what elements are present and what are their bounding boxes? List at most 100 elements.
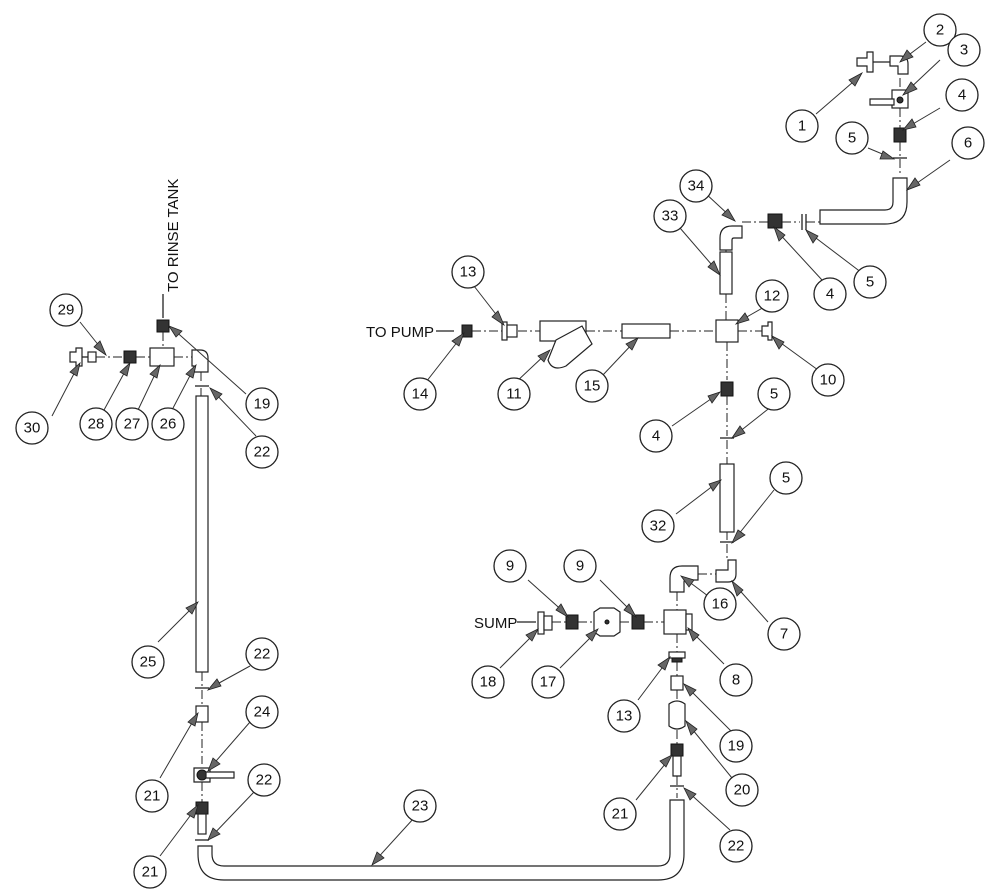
svg-text:4: 4 (826, 286, 834, 303)
svg-text:14: 14 (412, 386, 429, 403)
callout-23: 23 (403, 789, 437, 823)
part-19-fitting-b (156, 319, 170, 333)
svg-text:23: 23 (412, 798, 429, 815)
part-28-nipple (123, 350, 137, 364)
callout-5: 5 (853, 265, 887, 299)
part-29-fitting (87, 351, 97, 363)
svg-text:9: 9 (506, 558, 514, 575)
svg-text:4: 4 (652, 428, 660, 445)
svg-text:16: 16 (712, 596, 729, 613)
part-10-drain-valve (761, 321, 773, 341)
callout-11: 11 (497, 377, 531, 411)
sump-label: SUMP (474, 615, 517, 632)
callout-22: 22 (245, 637, 279, 671)
top-right-assembly (819, 51, 909, 225)
svg-text:5: 5 (782, 470, 790, 487)
svg-text:25: 25 (140, 654, 157, 671)
svg-text:21: 21 (612, 806, 629, 823)
svg-text:13: 13 (616, 708, 633, 725)
callout-1: 1 (785, 109, 819, 143)
callout-30: 30 (15, 411, 49, 445)
callout-4: 4 (813, 277, 847, 311)
callout-17: 17 (531, 665, 565, 699)
svg-text:24: 24 (254, 704, 271, 721)
svg-text:12: 12 (764, 288, 781, 305)
svg-text:17: 17 (540, 674, 557, 691)
part-11-strainer-bowl (547, 325, 593, 369)
callout-19: 19 (719, 729, 753, 763)
part-25-pipe (195, 395, 209, 673)
svg-text:18: 18 (480, 674, 497, 691)
callout-16: 16 (703, 587, 737, 621)
svg-text:5: 5 (770, 386, 778, 403)
part-6-hose (819, 177, 908, 225)
part-3-valve-handle (869, 98, 895, 106)
callout-12: 12 (755, 279, 789, 313)
svg-text:15: 15 (584, 378, 601, 395)
callout-8: 8 (719, 663, 753, 697)
part-33-pipe (719, 251, 733, 295)
svg-text:19: 19 (254, 396, 271, 413)
svg-text:9: 9 (576, 558, 584, 575)
svg-text:7: 7 (780, 626, 788, 643)
svg-text:26: 26 (160, 416, 177, 433)
part-21-barb-c (195, 801, 209, 815)
callout-2: 2 (923, 13, 957, 47)
part-27-tee (149, 347, 175, 367)
callout-22: 22 (247, 763, 281, 797)
callout-5: 5 (835, 121, 869, 155)
part-12-tee (715, 319, 739, 343)
callout-22: 22 (719, 829, 753, 863)
svg-text:27: 27 (124, 416, 141, 433)
part-13-adapter-b (668, 651, 686, 659)
svg-text:33: 33 (662, 208, 679, 225)
callout-21: 21 (133, 855, 167, 889)
callout-5: 5 (757, 377, 791, 411)
callout-14: 14 (403, 377, 437, 411)
callout-33: 33 (653, 199, 687, 233)
part-4-nipple-b (767, 213, 783, 229)
part-34-elbow (719, 225, 743, 251)
callout-25: 25 (131, 645, 165, 679)
part-1-coupler (856, 51, 874, 73)
callout-4: 4 (639, 419, 673, 453)
callout-3: 3 (947, 33, 981, 67)
part-19-fitting-a (670, 675, 684, 691)
callout-18: 18 (471, 665, 505, 699)
svg-text:29: 29 (58, 302, 75, 319)
callout-20: 20 (725, 773, 759, 807)
callout-32: 32 (641, 509, 675, 543)
callout-6: 6 (951, 126, 985, 160)
callout-4: 4 (945, 78, 979, 112)
part-24-valve-handle (205, 771, 235, 779)
svg-text:30: 30 (24, 420, 41, 437)
callout-15: 15 (575, 369, 609, 403)
svg-text:10: 10 (820, 372, 837, 389)
svg-text:22: 22 (256, 772, 273, 789)
part-32-pipe (719, 463, 735, 533)
callout-5: 5 (769, 461, 803, 495)
leader-lines (51, 41, 951, 866)
callout-26: 26 (151, 407, 185, 441)
part-8-tee (663, 609, 687, 635)
svg-text:19: 19 (728, 738, 745, 755)
svg-text:13: 13 (460, 264, 477, 281)
callout-19: 19 (245, 387, 279, 421)
svg-text:21: 21 (142, 864, 159, 881)
part-20-check-valve (668, 700, 686, 730)
svg-text:34: 34 (688, 178, 705, 195)
svg-text:28: 28 (88, 416, 105, 433)
part-18-flange (537, 611, 545, 635)
callout-24: 24 (245, 695, 279, 729)
callout-34: 34 (679, 169, 713, 203)
part-13-adapter-a (501, 321, 508, 341)
svg-text:5: 5 (848, 130, 856, 147)
callout-10: 10 (811, 363, 845, 397)
callout-13: 13 (607, 699, 641, 733)
part-9-nipple-b (631, 614, 645, 630)
svg-text:22: 22 (254, 646, 271, 663)
part-4-nipple-c (720, 381, 734, 397)
callout-7: 7 (767, 617, 801, 651)
svg-text:20: 20 (734, 782, 751, 799)
part-15-pipe (621, 323, 671, 339)
